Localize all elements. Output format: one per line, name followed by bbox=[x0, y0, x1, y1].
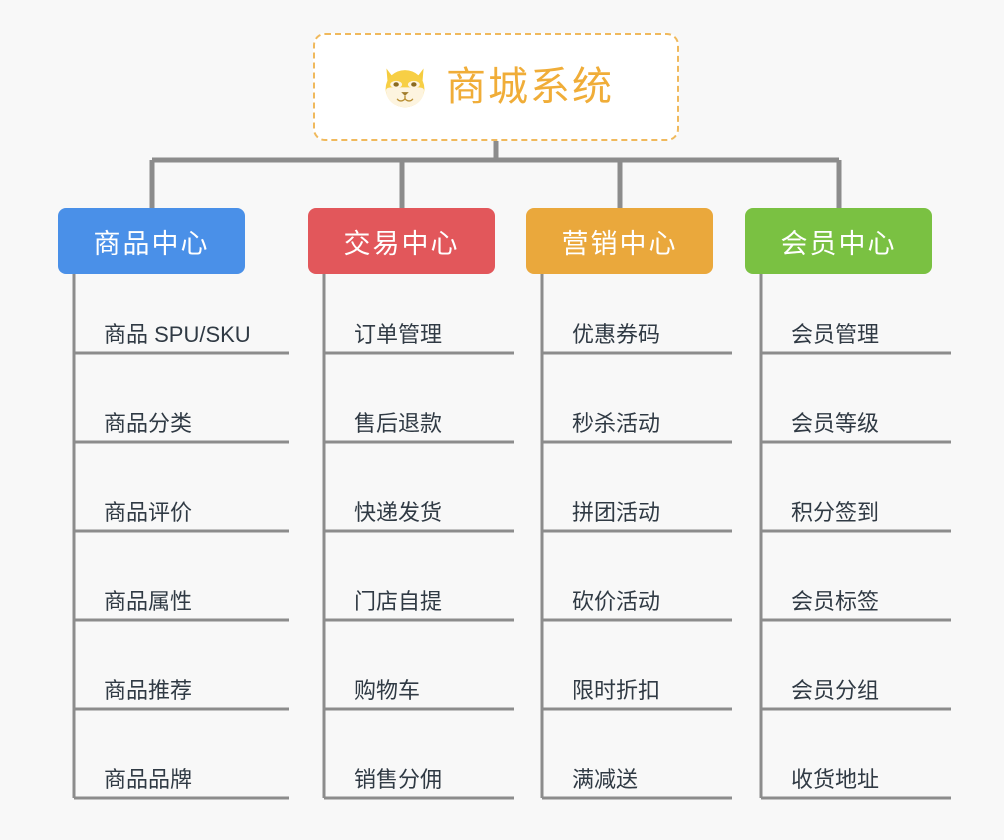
leaf-item[interactable]: 收货地址 bbox=[783, 766, 880, 792]
leaf-label: 门店自提 bbox=[354, 588, 443, 614]
leaf-item[interactable]: 商品属性 bbox=[96, 588, 193, 614]
leaf-label: 会员标签 bbox=[791, 588, 880, 614]
leaf-item[interactable]: 满减送 bbox=[564, 766, 639, 792]
leaf-label: 收货地址 bbox=[791, 766, 880, 792]
leaf-item[interactable]: 会员等级 bbox=[783, 410, 880, 436]
leaf-label: 快递发货 bbox=[354, 499, 443, 525]
leaf-label: 销售分佣 bbox=[354, 766, 443, 792]
shiba-dog-face-icon bbox=[385, 68, 425, 108]
leaf-item[interactable]: 门店自提 bbox=[346, 588, 443, 614]
branch-box-4[interactable]: 会员中心 bbox=[745, 208, 932, 274]
leaf-label: 商品评价 bbox=[104, 499, 193, 525]
leaf-item[interactable]: 商品推荐 bbox=[96, 677, 193, 703]
leaf-label: 订单管理 bbox=[354, 321, 443, 347]
branch-label: 商品中心 bbox=[93, 228, 210, 259]
leaf-label: 商品 SPU/SKU bbox=[104, 321, 251, 347]
leaf-label: 限时折扣 bbox=[572, 677, 661, 703]
branch-label: 会员中心 bbox=[780, 228, 897, 259]
leaf-label: 拼团活动 bbox=[572, 499, 661, 525]
leaf-label: 商品推荐 bbox=[104, 677, 193, 703]
branch-label: 交易中心 bbox=[343, 228, 460, 259]
branch-box-3[interactable]: 营销中心 bbox=[526, 208, 713, 274]
leaf-item[interactable]: 商品 SPU/SKU bbox=[96, 321, 251, 347]
leaf-label: 商品品牌 bbox=[104, 766, 193, 792]
leaf-item[interactable]: 订单管理 bbox=[346, 321, 443, 347]
leaf-item[interactable]: 购物车 bbox=[346, 677, 421, 703]
branch-label: 营销中心 bbox=[561, 228, 678, 259]
leaf-item[interactable]: 快递发货 bbox=[346, 499, 443, 525]
leaf-item[interactable]: 会员管理 bbox=[783, 321, 880, 347]
leaf-item[interactable]: 售后退款 bbox=[346, 410, 443, 436]
leaf-item[interactable]: 销售分佣 bbox=[346, 766, 443, 792]
leaf-item[interactable]: 商品评价 bbox=[96, 499, 193, 525]
branch-box-1[interactable]: 商品中心 bbox=[58, 208, 245, 274]
leaf-item[interactable]: 会员分组 bbox=[783, 677, 880, 703]
leaf-label: 售后退款 bbox=[354, 410, 443, 436]
leaf-label: 会员管理 bbox=[791, 321, 880, 347]
root-node[interactable]: 商城系统 bbox=[313, 33, 679, 141]
leaf-item[interactable]: 优惠券码 bbox=[564, 321, 661, 347]
leaf-item[interactable]: 积分签到 bbox=[783, 499, 880, 525]
leaf-label: 优惠券码 bbox=[572, 321, 661, 347]
leaf-item[interactable]: 会员标签 bbox=[783, 588, 880, 614]
root-label: 商城系统 bbox=[446, 65, 614, 109]
branch-box-2[interactable]: 交易中心 bbox=[308, 208, 495, 274]
leaf-item[interactable]: 商品分类 bbox=[96, 410, 193, 436]
leaf-label: 秒杀活动 bbox=[572, 410, 661, 436]
leaf-label: 购物车 bbox=[354, 677, 421, 703]
leaf-label: 会员分组 bbox=[791, 677, 880, 703]
leaf-item[interactable]: 砍价活动 bbox=[564, 588, 661, 614]
leaf-item[interactable]: 拼团活动 bbox=[564, 499, 661, 525]
leaf-label: 会员等级 bbox=[791, 410, 880, 436]
leaf-item[interactable]: 限时折扣 bbox=[564, 677, 661, 703]
leaf-label: 积分签到 bbox=[791, 499, 880, 525]
leaf-item[interactable]: 商品品牌 bbox=[96, 766, 193, 792]
leaf-label: 满减送 bbox=[572, 766, 639, 792]
leaf-label: 商品分类 bbox=[104, 410, 193, 436]
leaf-label: 商品属性 bbox=[104, 588, 193, 614]
leaf-item[interactable]: 秒杀活动 bbox=[564, 410, 661, 436]
leaf-label: 砍价活动 bbox=[572, 588, 661, 614]
